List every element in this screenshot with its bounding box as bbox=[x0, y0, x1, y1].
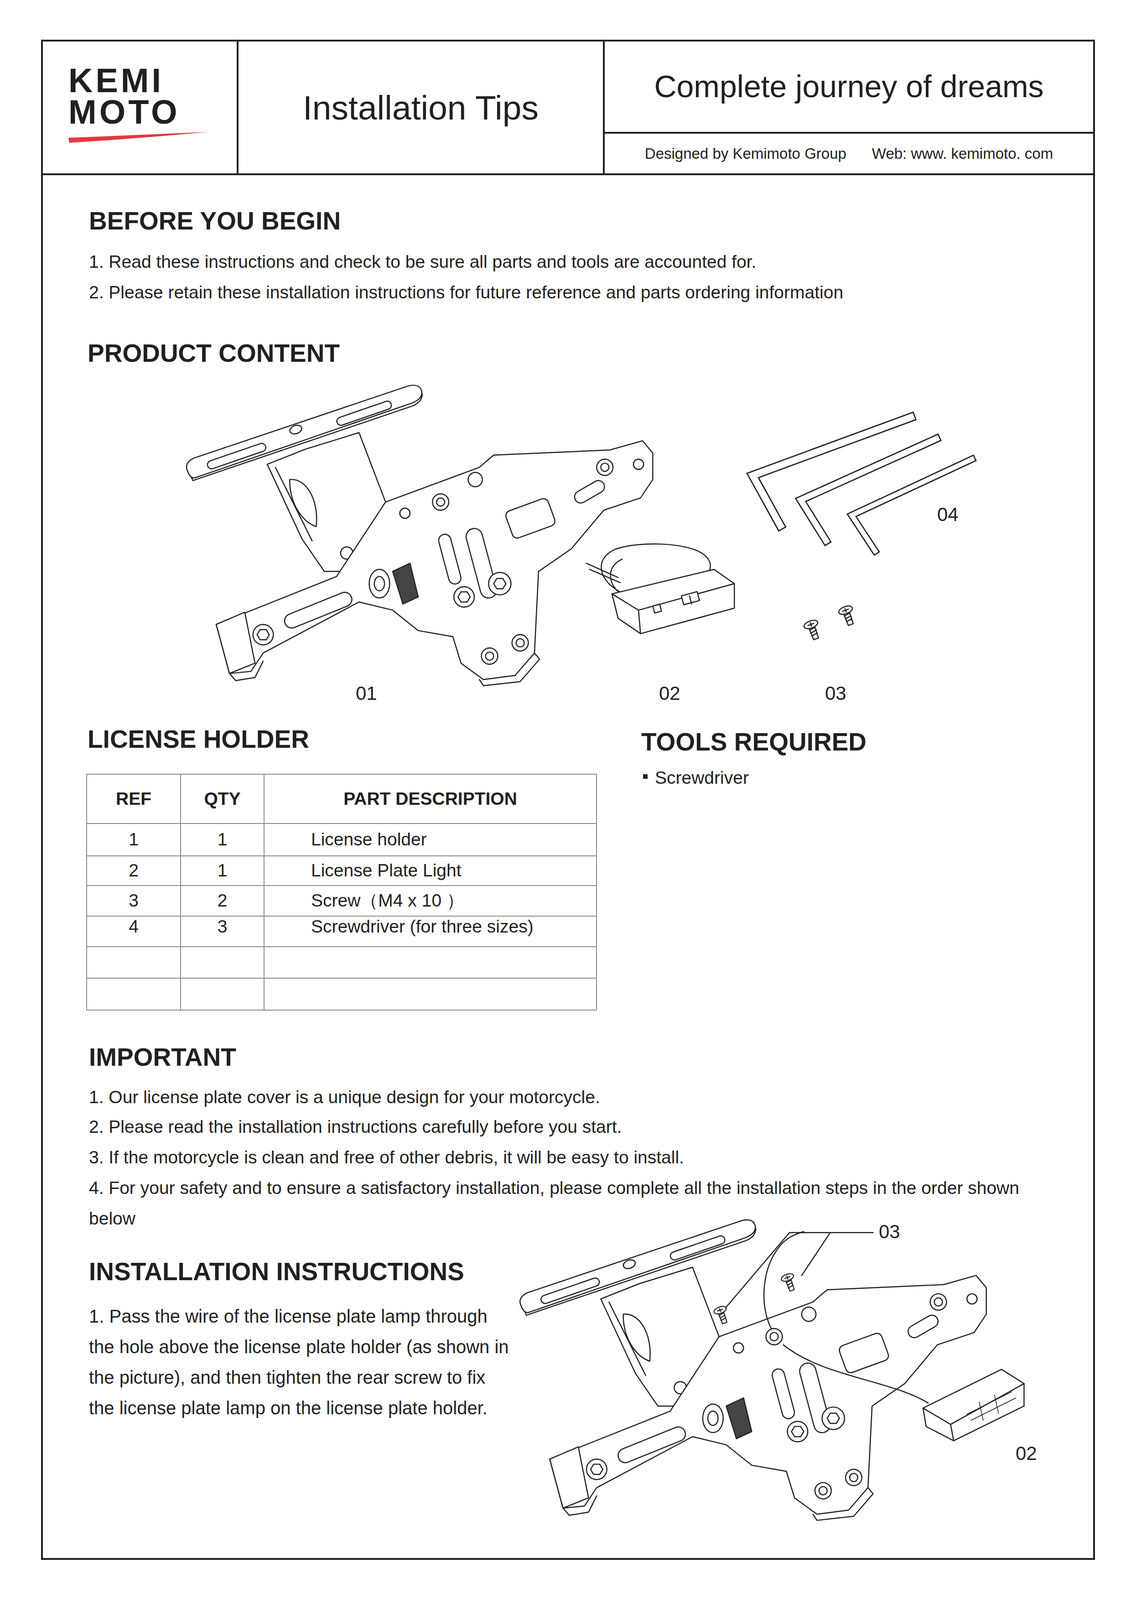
callout-number: 02 bbox=[658, 681, 681, 705]
parts-table-grid bbox=[263, 773, 265, 1010]
parts-table-grid bbox=[86, 822, 597, 824]
section-heading: TOOLS REQUIRED bbox=[641, 726, 867, 757]
table-cell: 1 bbox=[217, 828, 228, 851]
tool-item: Screwdriver bbox=[654, 762, 749, 793]
parts-table-grid bbox=[86, 855, 597, 857]
page-frame bbox=[41, 40, 1095, 1559]
lamp-wire bbox=[763, 1230, 804, 1328]
plate-light-drawing bbox=[652, 603, 662, 613]
product-illustration bbox=[186, 384, 972, 686]
table-cell: License Plate Light bbox=[311, 859, 462, 882]
brand-logo: KEMI MOTO bbox=[41, 40, 238, 175]
callout-number: 03 bbox=[824, 681, 847, 705]
table-header: REF bbox=[115, 788, 152, 810]
table-cell: License holder bbox=[311, 828, 427, 851]
installation-illustration bbox=[519, 1219, 1024, 1521]
table-cell: 1 bbox=[217, 859, 228, 882]
license-holder-drawing bbox=[186, 384, 653, 686]
hex-key-drawing bbox=[752, 417, 973, 551]
page-frame bbox=[41, 173, 1095, 176]
plate-light-drawing bbox=[681, 591, 700, 605]
table-header: PART DESCRIPTION bbox=[343, 788, 518, 810]
parts-table-grid bbox=[86, 773, 597, 1010]
section-heading: BEFORE YOU BEGIN bbox=[88, 205, 341, 236]
section-heading: PRODUCT CONTENT bbox=[87, 337, 340, 369]
parts-table-grid bbox=[86, 884, 597, 886]
plate-light-drawing bbox=[923, 1383, 1024, 1441]
callout-number: 01 bbox=[355, 681, 378, 705]
plate-light-drawing bbox=[586, 543, 735, 634]
instruction-text: 3. If the motorcycle is clean and free o… bbox=[88, 1141, 685, 1173]
screw-drawing bbox=[712, 1304, 731, 1325]
credit-cell: Designed by Kemimoto Group Web: www. kemi… bbox=[603, 132, 1095, 175]
callout-number: 03 bbox=[878, 1219, 901, 1243]
instruction-text: 2. Please read the installation instruct… bbox=[88, 1110, 622, 1142]
callout-number: 04 bbox=[937, 503, 959, 526]
table-cell: 2 bbox=[217, 889, 228, 912]
logo-swoosh bbox=[68, 131, 209, 143]
table-cell: 2 bbox=[128, 859, 139, 882]
hex-key-drawing bbox=[851, 458, 972, 551]
hex-key-drawing bbox=[752, 417, 912, 526]
cell-text: Designed by Kemimoto Group bbox=[644, 144, 847, 163]
page-frame bbox=[41, 40, 1095, 1559]
screw-drawing bbox=[780, 1271, 799, 1293]
leader-line bbox=[726, 1232, 873, 1307]
screw-drawing bbox=[837, 604, 858, 628]
table-header: QTY bbox=[203, 788, 241, 810]
parts-table-grid bbox=[180, 773, 182, 1010]
hex-key-drawing bbox=[752, 417, 912, 526]
parts-table-grid bbox=[86, 945, 597, 947]
hex-key-drawing bbox=[851, 458, 972, 551]
plate-light-drawing bbox=[689, 595, 692, 604]
table-cell: Screw（M4 x 10 ） bbox=[311, 889, 465, 912]
hex-key-drawing bbox=[800, 438, 937, 541]
lamp-wire bbox=[783, 1344, 929, 1403]
instruction-text: 1. Read these instructions and check to … bbox=[88, 246, 757, 277]
cell-subtext: Web: www. kemimoto. com bbox=[871, 144, 1054, 163]
license-holder-drawing bbox=[519, 1219, 986, 1521]
parts-table-grid bbox=[86, 773, 597, 1010]
screw-drawing bbox=[803, 618, 824, 642]
section-heading: INSTALLATION INSTRUCTIONS bbox=[88, 1255, 465, 1287]
list-bullet bbox=[643, 773, 648, 779]
instruction-text: 4. For your safety and to ensure a satis… bbox=[88, 1172, 1052, 1234]
table-cell: Screwdriver (for three sizes) bbox=[311, 915, 534, 938]
instruction-text: 1. Our license plate cover is a unique d… bbox=[88, 1081, 601, 1112]
plate-light-drawing bbox=[923, 1368, 1024, 1441]
table-cell: 1 bbox=[128, 828, 139, 851]
instruction-text: 2. Please retain these installation inst… bbox=[88, 276, 844, 308]
cell-text: Complete journey of dreams bbox=[653, 67, 1044, 106]
plate-light-drawing bbox=[612, 569, 735, 634]
parts-table-grid bbox=[86, 915, 597, 917]
plate-light-drawing bbox=[966, 1391, 1016, 1421]
section-heading: LICENSE HOLDER bbox=[87, 723, 310, 754]
table-cell: 3 bbox=[128, 889, 139, 912]
cell-text: KEMI MOTO bbox=[68, 64, 181, 128]
plate-light-drawing bbox=[923, 1368, 1024, 1441]
parts-table-grid bbox=[86, 977, 597, 979]
page-title: Installation Tips bbox=[237, 40, 604, 175]
plate-light-drawing bbox=[586, 563, 621, 583]
section-heading: IMPORTANT bbox=[88, 1041, 237, 1072]
table-cell: 3 bbox=[217, 915, 228, 938]
page-frame bbox=[236, 40, 239, 175]
plate-light-drawing bbox=[612, 583, 735, 634]
page-frame bbox=[603, 131, 1095, 134]
slogan-cell: Complete journey of dreams bbox=[603, 40, 1095, 133]
table-cell: 4 bbox=[128, 915, 139, 938]
page-frame bbox=[602, 40, 605, 175]
hex-key-drawing bbox=[800, 438, 937, 541]
callout-number: 02 bbox=[1015, 1441, 1038, 1465]
instruction-text: 1. Pass the wire of the license plate la… bbox=[88, 1300, 516, 1423]
